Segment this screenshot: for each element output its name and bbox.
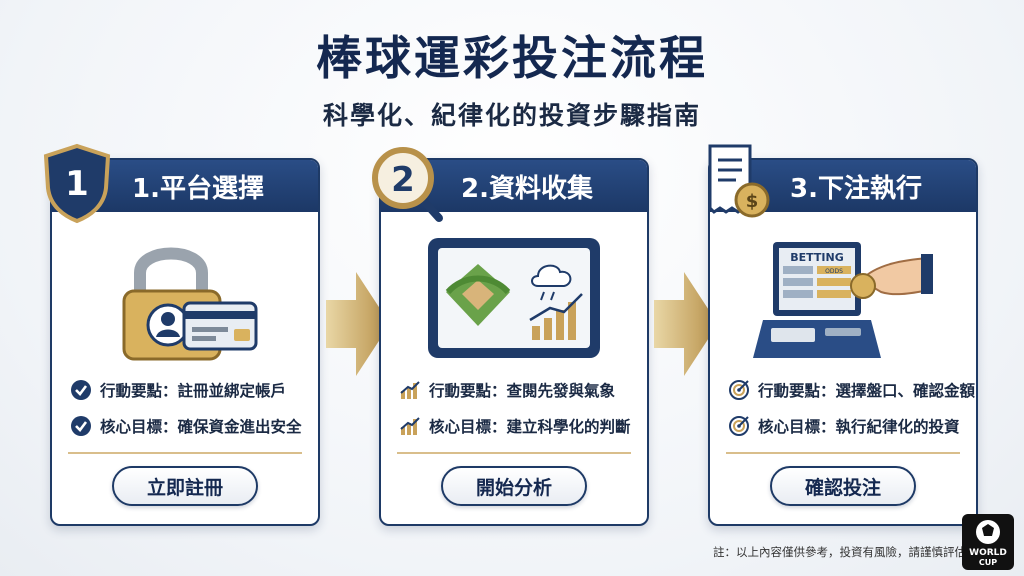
step-card-execute: 3.下注執行 $ BETTING ODDS — [708, 144, 978, 526]
world-cup-logo: WORLD CUP — [962, 514, 1014, 570]
arrow-right-icon — [326, 272, 390, 376]
point-text: 核心目標：確保資金進出安全 — [100, 418, 302, 436]
target-icon — [729, 416, 749, 436]
svg-text:$: $ — [746, 191, 759, 212]
action-point: 行動要點：選擇盤口、確認金額 — [728, 372, 975, 408]
target-icon — [729, 380, 749, 400]
step-title: 1.平台選擇 — [132, 173, 264, 204]
terminal-odds: ODDS — [825, 268, 843, 275]
bar-chart-icon — [400, 417, 420, 435]
tablet-illustration — [401, 228, 627, 368]
point-text: 核心目標：建立科學化的判斷 — [429, 418, 631, 436]
arrow-right-icon — [654, 272, 718, 376]
goal-point: 核心目標：確保資金進出安全 — [70, 408, 304, 444]
magnifier-badge-icon: 2 — [372, 147, 443, 222]
receipt-coin-badge-icon: $ — [708, 144, 770, 218]
goal-point: 核心目標：建立科學化的判斷 — [399, 408, 633, 444]
register-button[interactable]: 立即註冊 — [112, 466, 258, 506]
padlock-illustration — [72, 228, 298, 368]
step-card-platform: 1.平台選擇 1 行動要點：註冊並綁定帳戶 核心目標：確保資金進出安全 立即註 — [43, 143, 320, 526]
step-title: 3.下注執行 — [790, 173, 922, 204]
step-points: 行動要點：選擇盤口、確認金額 核心目標：執行紀律化的投資 — [728, 372, 975, 444]
check-circle-icon — [71, 380, 91, 400]
divider — [726, 452, 960, 454]
shield-badge-icon: 1 — [43, 143, 111, 224]
check-circle-icon — [71, 416, 91, 436]
confirm-bet-button[interactable]: 確認投注 — [770, 466, 916, 506]
step-points: 行動要點：註冊並綁定帳戶 核心目標：確保資金進出安全 — [70, 372, 304, 444]
bar-chart-icon — [400, 381, 420, 399]
page-subtitle: 科學化、紀律化的投資步驟指南 — [322, 101, 701, 130]
step-card-research: 2.資料收集 2 行動要點：查閱先發與氣象 核心目標 — [372, 147, 649, 526]
svg-text:CUP: CUP — [979, 558, 997, 567]
disclaimer-footnote: 註：以上內容僅供參考，投資有風險，請謹慎評估 — [713, 545, 966, 559]
action-point: 行動要點：註冊並綁定帳戶 — [70, 372, 304, 408]
divider — [68, 452, 302, 454]
point-text: 行動要點：查閱先發與氣象 — [429, 382, 616, 400]
point-text: 核心目標：執行紀律化的投資 — [758, 418, 960, 436]
step-number: 1 — [65, 164, 89, 204]
page-title: 棒球運彩投注流程 — [316, 31, 708, 85]
terminal-label: BETTING — [790, 251, 844, 264]
point-text: 行動要點：註冊並綁定帳戶 — [100, 382, 287, 400]
divider — [397, 452, 631, 454]
start-analysis-button[interactable]: 開始分析 — [441, 466, 587, 506]
svg-text:WORLD: WORLD — [969, 548, 1007, 558]
action-point: 行動要點：查閱先發與氣象 — [399, 372, 633, 408]
step-points: 行動要點：查閱先發與氣象 核心目標：建立科學化的判斷 — [399, 372, 633, 444]
step-number: 2 — [391, 160, 415, 200]
point-text: 行動要點：選擇盤口、確認金額 — [758, 382, 976, 400]
step-title: 2.資料收集 — [461, 173, 593, 204]
goal-point: 核心目標：執行紀律化的投資 — [728, 408, 962, 444]
betting-terminal-illustration: BETTING ODDS — [730, 228, 956, 368]
